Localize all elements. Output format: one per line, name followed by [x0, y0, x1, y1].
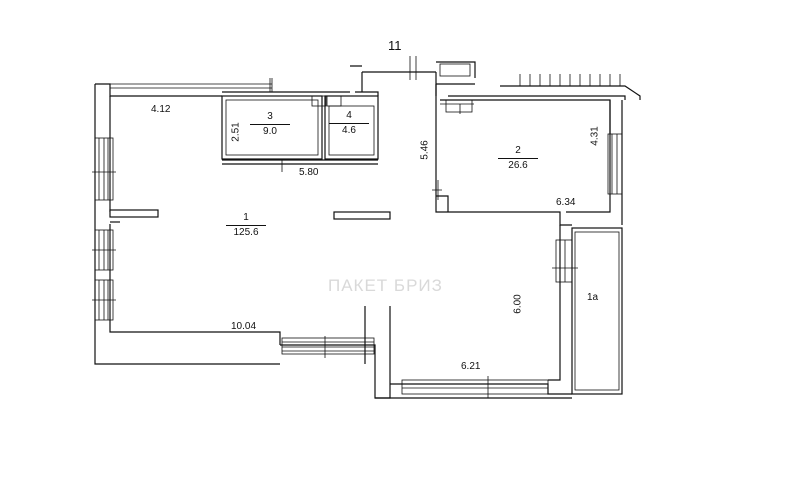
dim-4-31: 4.31	[589, 126, 601, 146]
dim-5-80: 5.80	[299, 167, 319, 178]
partition-left	[109, 209, 159, 218]
room-3-id: 3	[250, 111, 290, 125]
room-3-area: 9.0	[263, 126, 277, 137]
windows-bottom	[281, 306, 549, 398]
watermark-text: ПАКЕТ БРИЗ	[328, 276, 443, 295]
outer-wall-inner	[109, 96, 281, 345]
room-4-label: 4 4.6	[329, 110, 369, 137]
dim-6-00: 6.00	[512, 294, 524, 314]
room-3-walls	[221, 95, 323, 160]
windows-right	[552, 133, 623, 283]
dim-4-12: 4.12	[151, 104, 171, 115]
room-1-id: 1	[226, 212, 266, 226]
fixtures	[311, 63, 473, 113]
room-1-area: 125.6	[233, 227, 259, 238]
room-2-area: 26.6	[508, 160, 528, 171]
dim-6-34: 6.34	[556, 197, 576, 208]
windows-left	[92, 137, 116, 321]
room-4-id: 4	[329, 110, 369, 124]
dim-10-04: 10.04	[231, 321, 257, 332]
room-1a-walls	[571, 227, 623, 395]
hall-walls	[350, 61, 476, 96]
room-4-walls	[324, 95, 379, 160]
dim-6-21: 6.21	[461, 361, 481, 372]
room-1-label: 1 125.6	[226, 212, 266, 239]
room-2-walls	[435, 96, 611, 226]
top-railing	[110, 56, 621, 200]
partition-mid	[333, 211, 391, 220]
room-2-id: 2	[498, 145, 538, 159]
room-4-area: 4.6	[342, 125, 356, 136]
dim-2-51: 2.51	[230, 122, 242, 142]
room-3-label: 3 9.0	[250, 111, 290, 138]
room-1a-label: 1a	[587, 292, 599, 303]
dim-5-46: 5.46	[419, 140, 431, 160]
main-room-top-wall	[95, 83, 379, 97]
sheet-number: 11	[388, 38, 402, 53]
room-2-label: 2 26.6	[498, 145, 538, 172]
room-2-stub	[436, 195, 449, 212]
